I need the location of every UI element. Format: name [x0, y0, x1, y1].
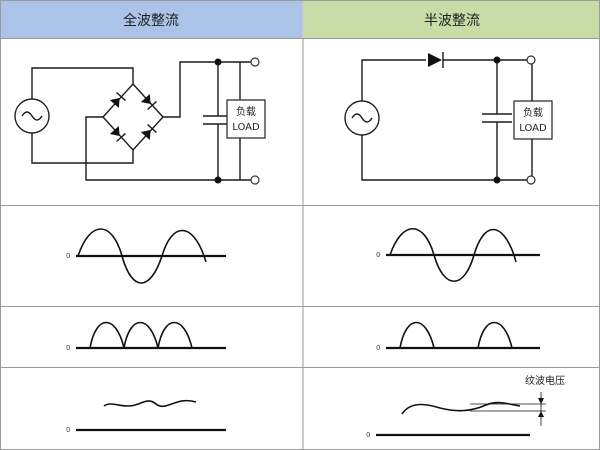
load-box	[226, 99, 266, 139]
zero-label: 0	[366, 431, 370, 439]
input-waveform-left: 0	[66, 228, 226, 284]
rectified-waveform-left: 0	[66, 321, 226, 352]
half-wave-circuit: 负载 LOAD	[344, 52, 553, 185]
left-header-bg	[0, 0, 302, 38]
zero-label: 0	[66, 426, 70, 434]
arrow-down-icon	[538, 398, 544, 404]
input-waveform-right: 0	[376, 227, 540, 283]
zero-label: 0	[66, 344, 70, 352]
bridge-rectifier	[102, 82, 164, 152]
load-label-en: LOAD	[232, 122, 260, 133]
zero-label: 0	[376, 344, 380, 352]
load-box	[513, 100, 553, 140]
bridge-diode-icons	[109, 92, 157, 142]
zero-label: 0	[66, 252, 70, 260]
ripple-voltage-label: 纹波电压	[525, 374, 565, 387]
filtered-waveform-right: 0 纹波电压	[366, 374, 565, 439]
filtered-waveform-left: 0	[66, 399, 226, 434]
load-label-cn: 负载	[523, 106, 543, 119]
left-header-title: 全波整流	[123, 12, 179, 29]
right-header-title: 半波整流	[424, 13, 480, 29]
diode-icon	[428, 53, 442, 67]
arrow-up-icon	[538, 411, 544, 417]
zero-label: 0	[376, 251, 380, 259]
full-wave-circuit: 负载 LOAD	[14, 57, 266, 185]
rectified-waveform-right: 0	[376, 321, 540, 352]
right-header-bg	[304, 0, 600, 38]
load-label-en: LOAD	[519, 123, 547, 134]
sine-glyph-icon	[21, 111, 43, 121]
load-label-cn: 负载	[236, 105, 256, 118]
sine-glyph-icon	[351, 113, 373, 123]
